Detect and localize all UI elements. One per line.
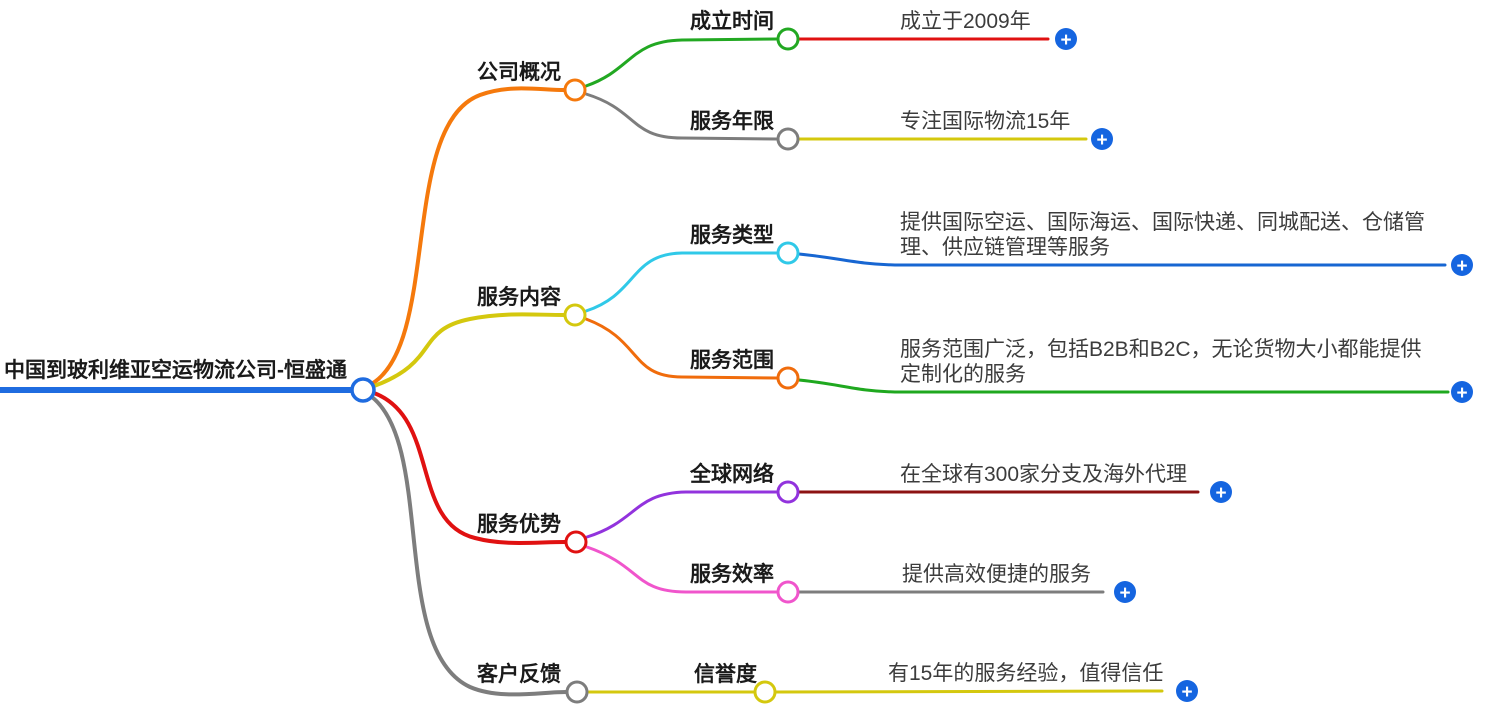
plus-icon: +: [1060, 30, 1071, 51]
expand-button-global-network[interactable]: +: [1210, 481, 1232, 504]
node-circle-established-time[interactable]: [776, 27, 800, 51]
leaf-established-time-text[interactable]: 成立于2009年: [900, 10, 1031, 34]
expand-button-service-type[interactable]: +: [1451, 254, 1473, 277]
node-service-content-label[interactable]: 服务内容: [477, 285, 561, 309]
leaf-service-type-text[interactable]: 提供国际空运、国际海运、国际快递、同城配送、仓储管理、供应链管理等服务: [900, 210, 1425, 260]
node-circle-service-type[interactable]: [776, 241, 800, 265]
edge-leaf-reputation: [774, 689, 1164, 694]
node-service-efficiency-label[interactable]: 服务效率: [690, 562, 774, 586]
plus-circle: [1176, 680, 1198, 702]
node-circle-service-advantage[interactable]: [564, 530, 588, 554]
node-circle-customer-feedback[interactable]: [565, 680, 589, 704]
plus-icon: +: [1119, 583, 1130, 604]
node-circle-reputation[interactable]: [753, 680, 777, 704]
edge-service-type: [584, 251, 779, 313]
edge-global-network: [585, 490, 779, 539]
node-service-scope-label[interactable]: 服务范围: [690, 348, 774, 372]
leaf-global-network-text[interactable]: 在全球有300家分支及海外代理: [900, 463, 1188, 487]
node-global-network-label[interactable]: 全球网络: [690, 462, 774, 486]
node-service-type-label[interactable]: 服务类型: [690, 223, 774, 247]
edge-service-efficiency: [585, 545, 779, 594]
node-established-time-label[interactable]: 成立时间: [690, 9, 774, 33]
plus-icon: +: [1215, 483, 1226, 504]
expand-button-reputation[interactable]: +: [1176, 680, 1198, 703]
node-service-years-label[interactable]: 服务年限: [690, 109, 774, 133]
plus-circle: [1055, 28, 1077, 50]
node-circle-global-network[interactable]: [776, 480, 800, 504]
plus-circle: [1210, 481, 1232, 503]
expand-button-service-scope[interactable]: +: [1451, 381, 1473, 404]
expand-button-service-years[interactable]: +: [1091, 128, 1113, 151]
plus-icon: +: [1456, 383, 1467, 404]
node-circle-service-scope[interactable]: [776, 366, 800, 390]
edge-service-years: [584, 92, 779, 141]
edge-established-time: [584, 37, 779, 88]
edge-customer-feedback: [370, 395, 568, 697]
plus-circle: [1091, 128, 1113, 150]
node-circle-service-years[interactable]: [776, 127, 800, 151]
plus-circle: [1114, 581, 1136, 603]
leaf-service-efficiency-text[interactable]: 提供高效便捷的服务: [902, 563, 1091, 587]
edge-leaf-service-scope: [797, 378, 1450, 394]
node-company-overview-label[interactable]: 公司概况: [477, 60, 561, 84]
plus-circle: [1451, 381, 1473, 403]
node-circle-company-overview[interactable]: [563, 78, 587, 102]
edge-service-content: [372, 312, 566, 388]
node-circle-root[interactable]: [350, 377, 376, 403]
leaf-reputation-text[interactable]: 有15年的服务经验，值得信任: [888, 662, 1164, 686]
node-root-label[interactable]: 中国到玻利维亚空运物流公司-恒盛通: [4, 358, 347, 382]
plus-icon: +: [1181, 682, 1192, 703]
edge-service-advantage: [372, 391, 567, 545]
expand-button-established-time[interactable]: +: [1055, 28, 1077, 51]
edge-company-overview: [371, 86, 566, 385]
node-service-advantage-label[interactable]: 服务优势: [477, 512, 561, 536]
leaf-service-scope-text[interactable]: 服务范围广泛，包括B2B和B2C，无论货物大小都能提供定制化的服务: [900, 337, 1422, 387]
plus-icon: +: [1096, 130, 1107, 151]
plus-circle: [1451, 254, 1473, 276]
edge-leaf-service-type: [797, 252, 1447, 267]
edge-service-scope: [584, 317, 779, 380]
expand-button-service-efficiency[interactable]: +: [1114, 581, 1136, 604]
node-circle-service-content[interactable]: [563, 303, 587, 327]
node-reputation-label[interactable]: 信誉度: [694, 662, 757, 686]
node-customer-feedback-label[interactable]: 客户反馈: [477, 662, 561, 686]
node-circle-service-efficiency[interactable]: [776, 580, 800, 604]
leaf-service-years-text[interactable]: 专注国际物流15年: [900, 110, 1071, 134]
plus-icon: +: [1456, 256, 1467, 277]
